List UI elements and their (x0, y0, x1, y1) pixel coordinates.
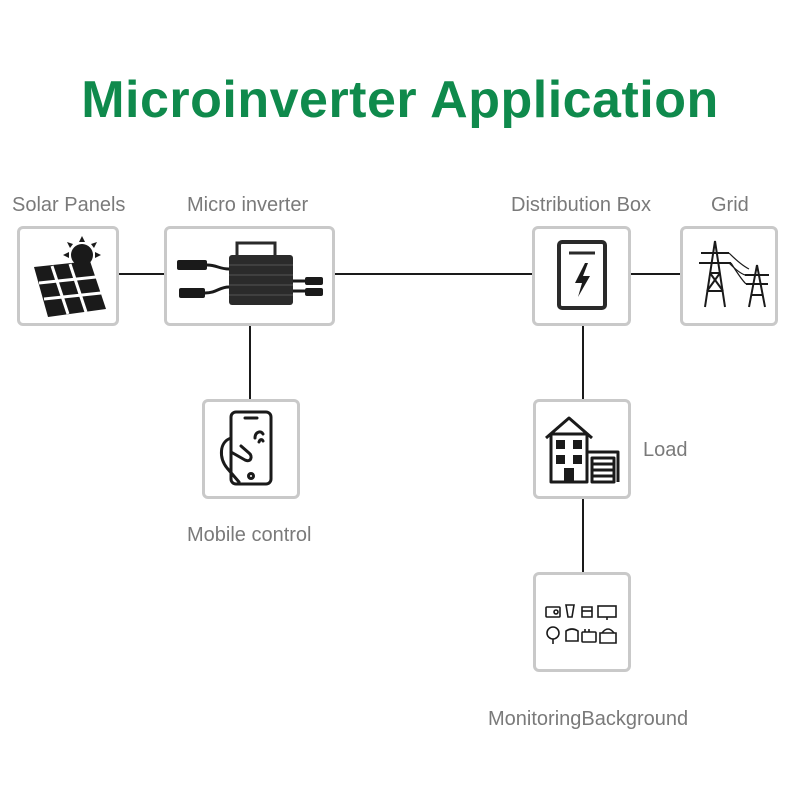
connector-dist-grid (630, 273, 681, 275)
connector-load-monitor (582, 498, 584, 573)
solar-panels-label: Solar Panels (12, 194, 126, 216)
distribution-box-node (532, 226, 631, 326)
connector-micro-dist (334, 273, 533, 275)
solar-panel-icon (34, 236, 106, 317)
micro-inverter-node (164, 226, 335, 326)
distribution-box-icon (557, 240, 607, 310)
connector-solar-micro (118, 273, 165, 275)
monitoring-background-label: MonitoringBackground (488, 708, 689, 730)
appliances-icon (545, 604, 617, 644)
micro-inverter-label: Micro inverter (187, 194, 309, 216)
monitoring-background-node (533, 572, 631, 672)
grid-label: Grid (711, 194, 749, 216)
distribution-box-label: Distribution Box (511, 194, 652, 216)
connector-dist-load (582, 325, 584, 400)
connector-micro-mobile (249, 325, 251, 401)
load-label: Load (643, 439, 688, 461)
mobile-control-node (202, 399, 300, 499)
page-title: Microinverter Application (81, 71, 719, 129)
grid-node (680, 226, 778, 326)
microinverter-icon (177, 241, 323, 305)
house-icon (545, 416, 620, 484)
smartphone-touch-icon (220, 410, 273, 486)
power-tower-icon (699, 240, 769, 308)
solar-panels-node (17, 226, 119, 326)
mobile-control-label: Mobile control (187, 524, 312, 546)
load-node (533, 399, 631, 499)
